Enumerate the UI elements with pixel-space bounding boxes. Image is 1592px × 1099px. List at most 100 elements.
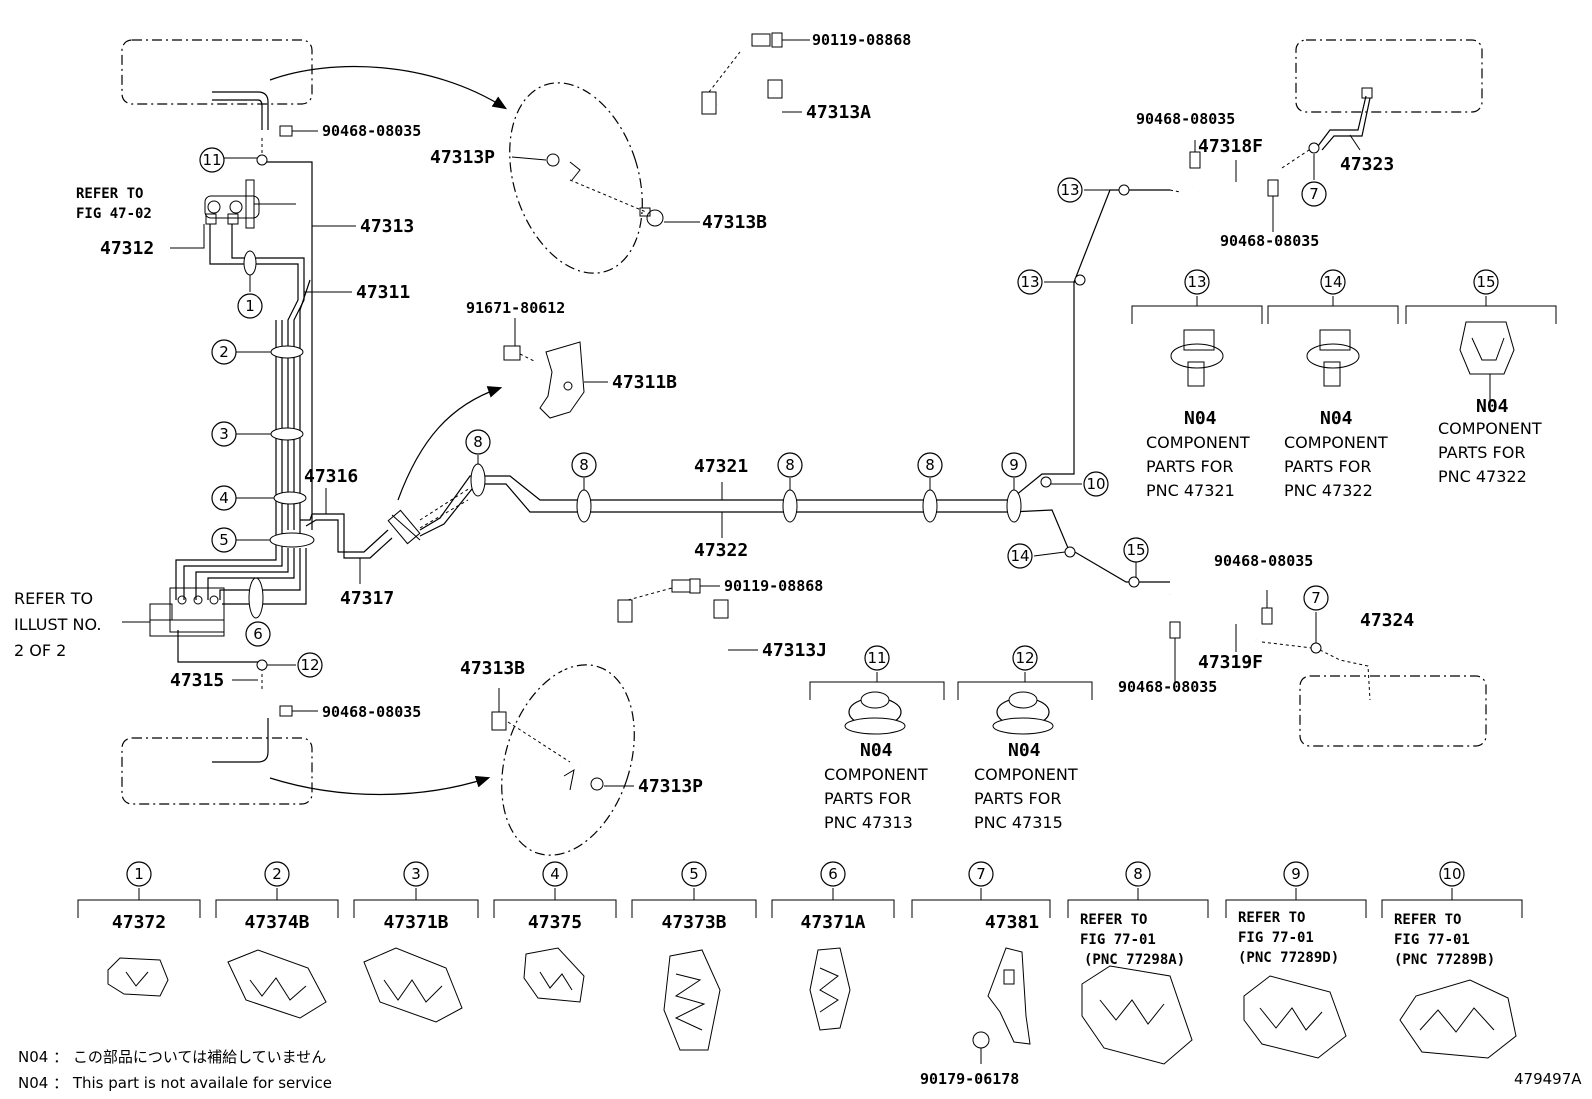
callout-2-left: 2	[211, 339, 237, 365]
svg-text:(PNC 77289D): (PNC 77289D)	[1238, 950, 1339, 966]
svg-text:4: 4	[219, 489, 229, 507]
svg-text:15: 15	[1126, 541, 1145, 559]
svg-text:9: 9	[1291, 865, 1301, 883]
callout-14-group: 14	[1320, 269, 1346, 295]
n04-notes: N04 COMPONENT PARTS FOR PNC 47321 N04 CO…	[824, 396, 1542, 832]
svg-text:3: 3	[219, 425, 229, 443]
label-47315: 47315	[170, 670, 224, 691]
label-47313P-top: 47313P	[430, 147, 495, 168]
callout-8-c: 8	[777, 452, 803, 478]
label-47312: 47312	[100, 238, 154, 259]
callout-11-group: 11	[864, 645, 890, 671]
legend-callout-7: 7	[968, 861, 994, 887]
label-90468-mr2: 90468-08035	[1118, 678, 1217, 696]
rear-right-hose-upper	[1169, 39, 1483, 232]
svg-text:13: 13	[1060, 181, 1079, 199]
legend-callout-9: 9	[1283, 861, 1309, 887]
svg-text:12: 12	[1015, 649, 1034, 667]
label-47324: 47324	[1360, 610, 1414, 631]
legend-callout-4: 4	[542, 861, 568, 887]
svg-text:COMPONENT: COMPONENT	[1438, 419, 1542, 438]
svg-text:1: 1	[134, 865, 144, 883]
svg-text:9: 9	[1009, 456, 1019, 474]
svg-text:FIG 77-01: FIG 77-01	[1238, 930, 1314, 946]
callout-11-left: 11	[199, 147, 225, 173]
svg-text:PNC 47322: PNC 47322	[1284, 481, 1373, 500]
svg-text:PARTS FOR: PARTS FOR	[1146, 457, 1233, 476]
label-90119-mid: 90119-08868	[724, 577, 823, 595]
svg-text:4: 4	[550, 865, 560, 883]
svg-text:3: 3	[411, 865, 421, 883]
label-90468-tr1: 90468-08035	[1136, 110, 1235, 128]
label-47316: 47316	[304, 466, 358, 487]
svg-text:8: 8	[925, 456, 935, 474]
label-refer-illust-1: REFER TO	[14, 589, 93, 608]
svg-text:PARTS FOR: PARTS FOR	[974, 789, 1061, 808]
junction-block	[387, 386, 503, 545]
svg-text:(PNC 77289B): (PNC 77289B)	[1394, 952, 1495, 968]
callout-8-a: 8	[465, 429, 491, 455]
svg-text:2: 2	[219, 343, 229, 361]
callout-15-group: 15	[1473, 269, 1499, 295]
legend-callout-8: 8	[1125, 861, 1151, 887]
legend-clip-sketches	[107, 947, 1517, 1065]
svg-text:N04: N04	[1476, 396, 1509, 417]
svg-text:FIG 77-01: FIG 77-01	[1080, 932, 1156, 948]
callout-9: 9	[1001, 452, 1027, 478]
legend-callout-2: 2	[264, 861, 290, 887]
svg-text:N04: N04	[1184, 408, 1217, 429]
svg-text:47371A: 47371A	[800, 912, 865, 933]
svg-text:N04: N04	[1320, 408, 1353, 429]
label-47318F: 47318F	[1198, 136, 1263, 157]
svg-text:COMPONENT: COMPONENT	[1284, 433, 1388, 452]
abs-actuator	[122, 587, 225, 637]
callout-14: 14	[1007, 543, 1033, 569]
svg-text:COMPONENT: COMPONENT	[824, 765, 928, 784]
label-90468-bl: 90468-08035	[322, 703, 421, 721]
footnotes: N04 ： この部品については補給していません N04 ： This part …	[18, 1048, 1582, 1092]
footnote-jp: N04 ： この部品については補給していません	[18, 1048, 326, 1066]
svg-text:PNC 47322: PNC 47322	[1438, 467, 1527, 486]
svg-text:47381: 47381	[985, 912, 1039, 933]
label-47321: 47321	[694, 456, 748, 477]
legend-brackets	[77, 888, 1523, 918]
label-90468-tr2: 90468-08035	[1220, 232, 1319, 250]
svg-text:12: 12	[300, 656, 319, 674]
front-right-wheel-area	[121, 718, 491, 805]
figure-id: 479497A	[1514, 1070, 1582, 1088]
callout-15: 15	[1123, 537, 1149, 563]
svg-text:PARTS FOR: PARTS FOR	[1284, 457, 1371, 476]
svg-text:13: 13	[1020, 273, 1039, 291]
callout-13-b: 13	[1017, 269, 1043, 295]
svg-text:COMPONENT: COMPONENT	[974, 765, 1078, 784]
callout-circles: 11 1 2 3 4 5 6 12 8 8 8 8 9 10 13 13 7 1…	[126, 147, 1499, 887]
callout-13-a: 13	[1057, 177, 1083, 203]
svg-text:7: 7	[976, 865, 986, 883]
svg-text:47373B: 47373B	[661, 912, 726, 933]
front-flex-hose-detail-lower	[491, 578, 758, 856]
label-refer-fig-1: REFER TO	[76, 186, 143, 202]
footnote-en: N04 ： This part is not availale for serv…	[18, 1074, 332, 1092]
label-90119-top: 90119-08868	[812, 31, 911, 49]
callout-7-lower: 7	[1303, 585, 1329, 611]
label-90468-tl: 90468-08035	[322, 122, 421, 140]
front-left-wheel-area	[121, 39, 508, 137]
svg-text:14: 14	[1323, 273, 1342, 291]
svg-text:13: 13	[1187, 273, 1206, 291]
svg-text:47371B: 47371B	[383, 912, 448, 933]
label-refer-illust-2: ILLUST NO.	[14, 615, 101, 634]
callout-1-left: 1	[237, 293, 263, 319]
legend-callout-6: 6	[820, 861, 846, 887]
callout-12-group: 12	[1012, 645, 1038, 671]
rear-right-hose-lower	[1168, 590, 1487, 747]
callout-13-group: 13	[1184, 269, 1210, 295]
clip-markers-vertical	[243, 154, 315, 671]
svg-text:11: 11	[867, 649, 886, 667]
svg-text:1: 1	[245, 297, 255, 315]
callout-5-left: 5	[211, 527, 237, 553]
callout-12-left: 12	[297, 652, 323, 678]
callout-8-d: 8	[917, 452, 943, 478]
label-90179: 90179-06178	[920, 1070, 1019, 1088]
svg-text:7: 7	[1311, 589, 1321, 607]
svg-text:15: 15	[1476, 273, 1495, 291]
